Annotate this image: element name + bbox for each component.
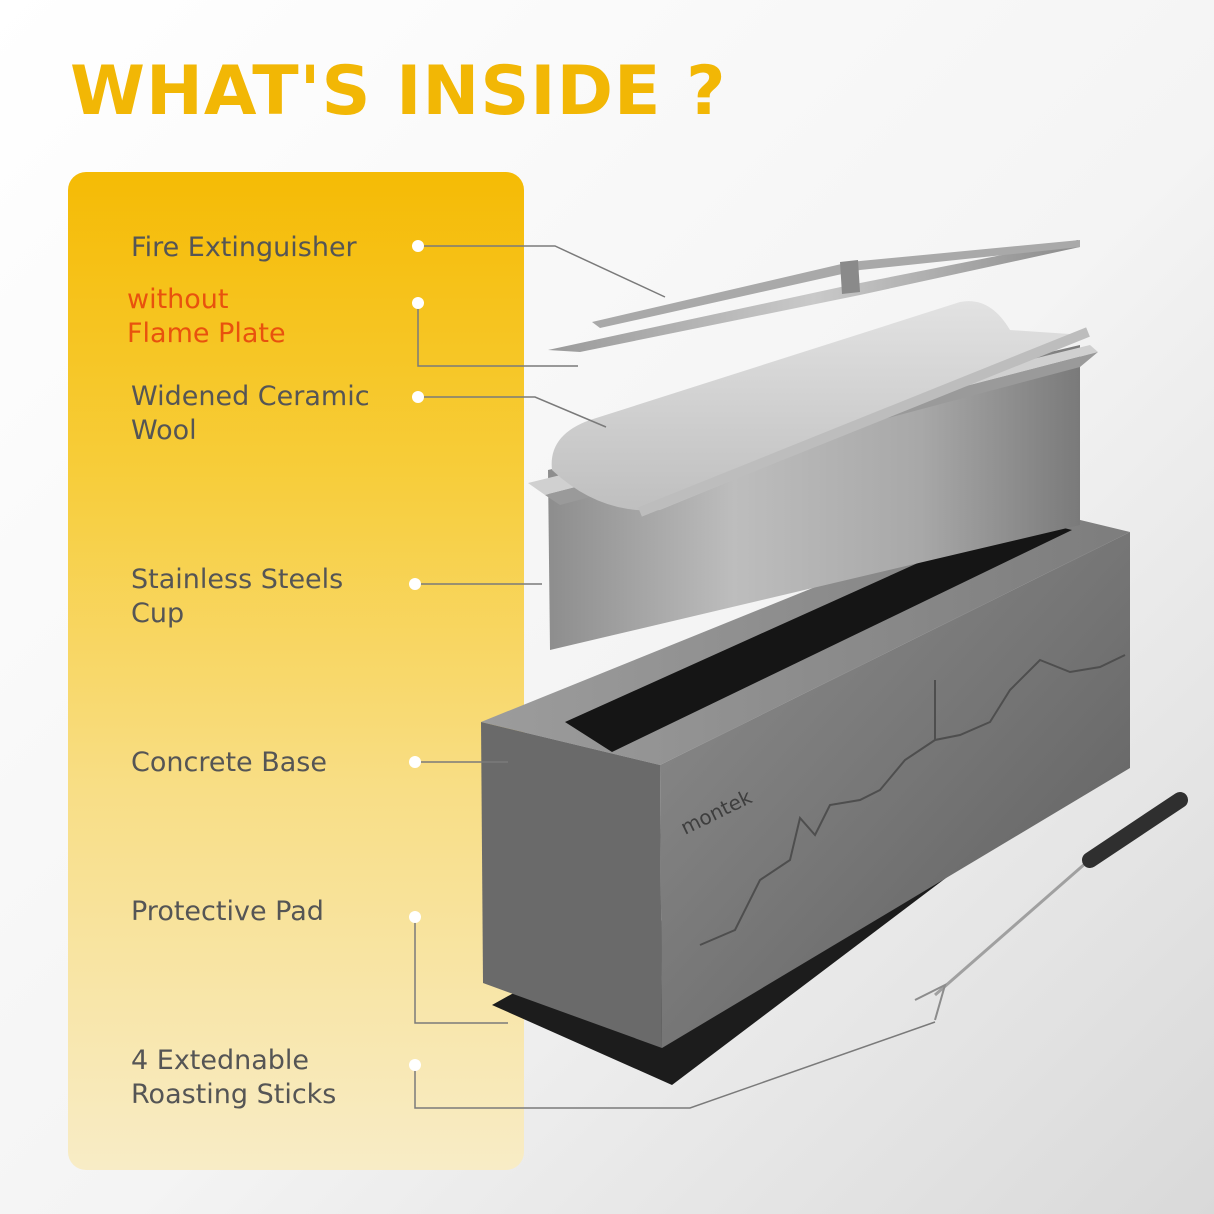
dot-concrete-base xyxy=(409,756,421,768)
roasting-stick xyxy=(914,792,1188,1021)
page-title: WHAT'S INSIDE ? xyxy=(70,52,727,131)
dot-ceramic-wool xyxy=(412,391,424,403)
label-without-flame-plate: without Flame Plate xyxy=(127,284,286,349)
dot-protective-pad xyxy=(409,911,421,923)
concrete-base xyxy=(481,505,1130,1048)
ceramic-wool xyxy=(551,301,1090,517)
leader-dots xyxy=(409,240,424,1071)
dot-roasting-sticks xyxy=(409,1059,421,1071)
dot-steel-cup xyxy=(409,578,421,590)
components-panel xyxy=(68,172,524,1170)
label-ceramic-wool: Widened Ceramic Wool xyxy=(131,381,370,446)
label-steel-cup: Stainless Steels Cup xyxy=(131,564,344,629)
label-fire-extinguisher: Fire Extinguisher xyxy=(131,232,357,263)
dot-flame-plate xyxy=(412,297,424,309)
flame-plate xyxy=(548,240,1080,352)
label-concrete-base: Concrete Base xyxy=(131,747,327,778)
leader-lines xyxy=(414,245,936,1109)
dot-fire-extinguisher xyxy=(412,240,424,252)
label-protective-pad: Protective Pad xyxy=(131,896,324,927)
fire-extinguisher-lid xyxy=(592,240,1080,328)
label-roasting-sticks: 4 Extednable Roasting Sticks xyxy=(131,1045,337,1110)
